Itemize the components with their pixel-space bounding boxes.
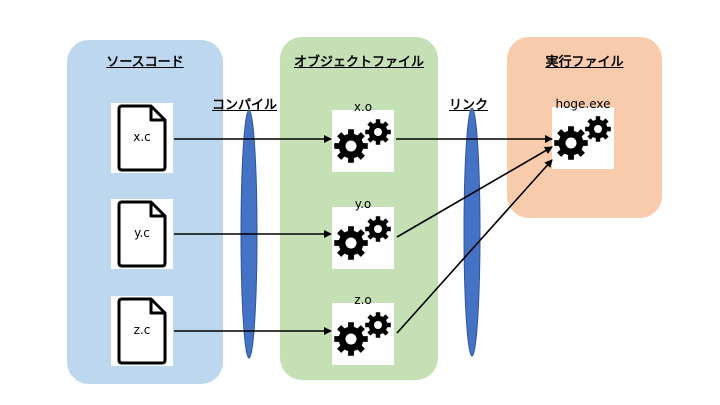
object-file-x [332,110,394,172]
link-lens [463,107,481,357]
gears-icon [334,312,391,356]
gear-hole [565,137,577,149]
gears-icon [334,216,391,260]
executable-title: 実行ファイル [545,55,624,70]
source-code-title: ソースコード [106,55,184,70]
object-file-label: x.o [353,100,373,114]
executable-label: hoge.exe [555,97,611,111]
object-file-title: オブジェクトファイル [293,55,424,70]
gears-icon [554,116,611,160]
gear-hole [345,333,357,345]
source-file-label: z.c [133,323,151,337]
arrow-y-o-to-exe [396,146,553,238]
source-file-label: x.c [133,130,151,144]
source-file-z: z.c [111,296,173,366]
gears-icon [334,119,391,163]
gear-hole [345,237,357,249]
compile-label: コンパイル [212,98,278,113]
object-file-y [332,207,394,269]
executable-file [552,107,614,169]
object-file-label: y.o [354,197,372,211]
document-icon [117,297,167,365]
gear-hole [374,128,382,136]
gear-hole [374,321,382,329]
executable-panel: 実行ファイル [507,37,662,218]
document-icon [117,104,167,172]
source-file-x: x.c [111,103,173,173]
arrow-z-o-to-exe [396,159,553,334]
document-icon [117,200,167,268]
link-label: リンク [449,98,489,113]
gear-hole [594,125,602,133]
source-file-y: y.c [111,199,173,269]
gear-hole [345,140,357,152]
source-file-label: y.c [134,226,150,240]
object-file-label: z.o [354,293,372,307]
gear-hole [374,225,382,233]
object-file-z [332,303,394,365]
